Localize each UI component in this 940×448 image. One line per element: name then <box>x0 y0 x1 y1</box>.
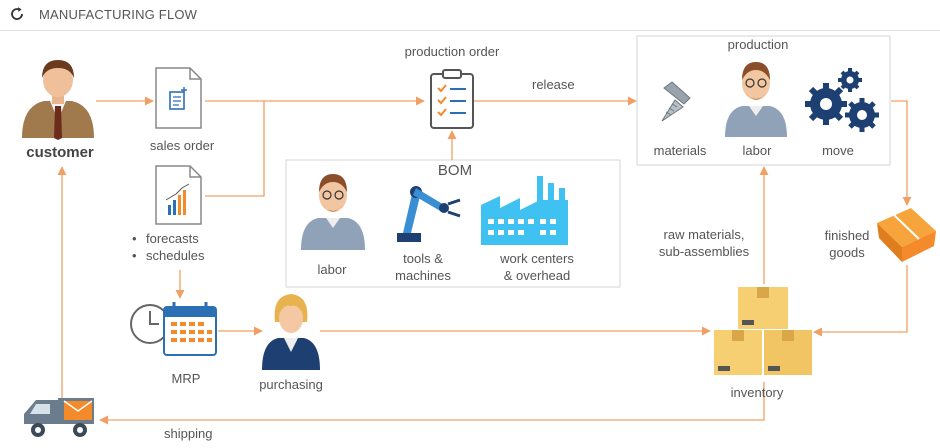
inventory-boxes-icon <box>714 287 812 375</box>
delivery-truck-icon <box>24 398 94 437</box>
arrow-finished-to-inventory <box>813 265 908 337</box>
tools-machines-label: tools & machines <box>395 250 451 284</box>
gears-icon <box>805 68 879 132</box>
flow-arrows <box>57 96 912 425</box>
finished-line2: goods <box>829 245 865 260</box>
work-centers-line1: work centers <box>500 251 574 266</box>
mrp-label: MRP <box>171 371 201 386</box>
schedules-item: schedules <box>132 247 205 264</box>
raw-materials-line1: raw materials, <box>663 227 745 242</box>
forecast-chart-icon <box>155 165 202 225</box>
arrow-inventory-to-shipping <box>99 382 765 425</box>
raw-materials-line2: sub-assemblies <box>658 244 750 259</box>
work-centers-line2: & overhead <box>503 268 571 283</box>
bom-labor-icon <box>301 174 365 250</box>
header-bar: MANUFACTURING FLOW <box>0 0 940 31</box>
tools-line1: tools & <box>403 251 443 266</box>
sales-order-icon <box>155 67 202 129</box>
production-label: production <box>727 37 789 52</box>
finished-line1: finished <box>824 228 870 243</box>
release-label: release <box>532 77 575 92</box>
materials-label: materials <box>653 143 707 158</box>
purchasing-agent-icon <box>262 294 320 370</box>
bom-label: BOM <box>437 162 473 179</box>
sales-order-label: sales order <box>149 138 215 153</box>
shipping-label: shipping <box>164 426 213 441</box>
production-box <box>636 35 891 166</box>
tools-line2: machines <box>395 268 451 283</box>
forecasts-item: forecasts <box>132 230 205 247</box>
inventory-label: inventory <box>730 385 784 400</box>
purchasing-label: purchasing <box>259 377 323 392</box>
robot-arm-icon <box>397 186 461 242</box>
move-label: move <box>822 143 854 158</box>
customer-label: customer <box>26 144 94 161</box>
labor-production-label: labor <box>742 143 772 158</box>
clipboard-icon <box>430 69 474 129</box>
bom-box <box>285 159 621 288</box>
mrp-calendar-icon <box>130 302 217 356</box>
customer-icon <box>22 60 94 140</box>
forecast-list: forecasts schedules <box>132 230 205 264</box>
work-centers-label: work centers & overhead <box>500 250 574 284</box>
factory-icon <box>481 176 568 245</box>
finished-goods-package-icon <box>877 208 936 262</box>
page-title: MANUFACTURING FLOW <box>39 7 198 22</box>
raw-materials-label: raw materials, sub-assemblies <box>659 226 749 260</box>
labor-bom-label: labor <box>317 262 347 277</box>
labor-worker-icon <box>725 62 787 137</box>
arrow-production-to-finished <box>891 100 912 206</box>
arrow-forecast-join <box>205 101 265 197</box>
production-order-label: production order <box>404 44 500 59</box>
screw-icon <box>661 81 691 122</box>
refresh-icon[interactable] <box>9 6 25 22</box>
finished-goods-label: finished goods <box>825 227 870 261</box>
